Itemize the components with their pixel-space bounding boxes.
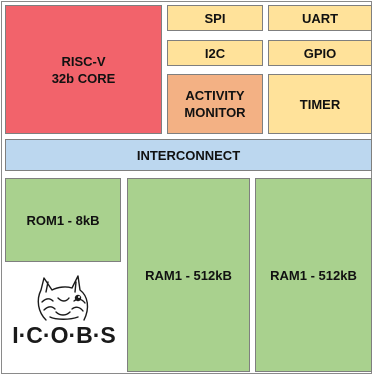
uart-label: UART [301, 10, 339, 26]
uart-block: UART [268, 5, 372, 31]
interconnect-label: INTERCONNECT [136, 147, 241, 163]
fox-head-logo-icon [37, 275, 89, 321]
ram-label-2: RAM1 - 512kB [270, 267, 357, 283]
rom-block: ROM1 - 8kB [5, 178, 121, 262]
ram-block-2: RAM1 - 512kB [255, 178, 372, 372]
i2c-label: I2C [204, 45, 226, 61]
ram-block-1: RAM1 - 512kB [127, 178, 250, 372]
activity-label-line2: MONITOR [184, 105, 246, 120]
ram-label-1: RAM1 - 512kB [145, 267, 232, 283]
activity-label-line1: ACTIVITY [185, 88, 245, 103]
icobs-logo: I·C·O·B·S [8, 268, 120, 368]
activity-monitor-block: ACTIVITY MONITOR [167, 74, 263, 134]
icobs-logo-text: I·C·O·B·S [12, 322, 116, 348]
gpio-block: GPIO [268, 40, 372, 66]
timer-block: TIMER [268, 74, 372, 134]
interconnect-block: INTERCONNECT [5, 139, 372, 171]
cpu-core-block: RISC-V 32b CORE [5, 5, 162, 134]
gpio-label: GPIO [303, 45, 337, 61]
cpu-label-line1: RISC-V [61, 53, 106, 69]
i2c-block: I2C [167, 40, 263, 66]
cpu-label-line2: 32b CORE [51, 70, 116, 86]
spi-label: SPI [204, 10, 226, 26]
timer-label: TIMER [299, 96, 341, 112]
spi-block: SPI [167, 5, 263, 31]
rom-label: ROM1 - 8kB [26, 212, 100, 228]
